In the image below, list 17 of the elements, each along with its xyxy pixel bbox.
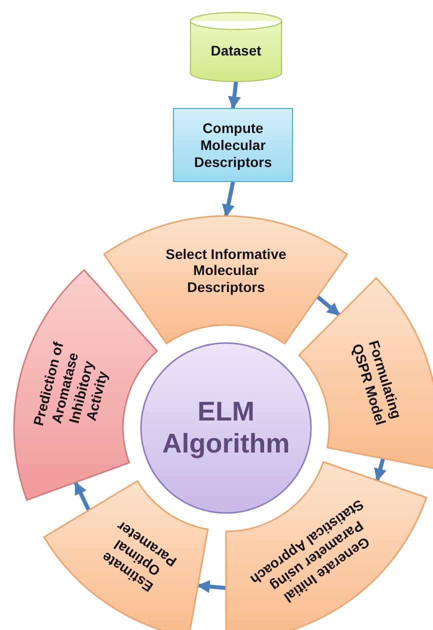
step-label: Select Informative Molecular Descriptors (164, 245, 288, 296)
arrow (196, 580, 226, 593)
ring-segment (104, 216, 348, 344)
step-label: Dataset (210, 42, 262, 60)
step-label: Compute Molecular Descriptors (193, 120, 273, 170)
ring-segment (298, 278, 433, 468)
arrow (316, 295, 340, 316)
arrow (374, 458, 386, 482)
process-box (173, 108, 293, 182)
step-label: ELM Algorithm (161, 396, 291, 460)
ring-segment (226, 462, 426, 630)
ring-segment (44, 481, 208, 630)
database-cylinder (190, 12, 282, 82)
arrow (228, 82, 241, 110)
ring-segment (14, 270, 158, 500)
arrow (222, 182, 235, 218)
arrow (74, 482, 91, 512)
